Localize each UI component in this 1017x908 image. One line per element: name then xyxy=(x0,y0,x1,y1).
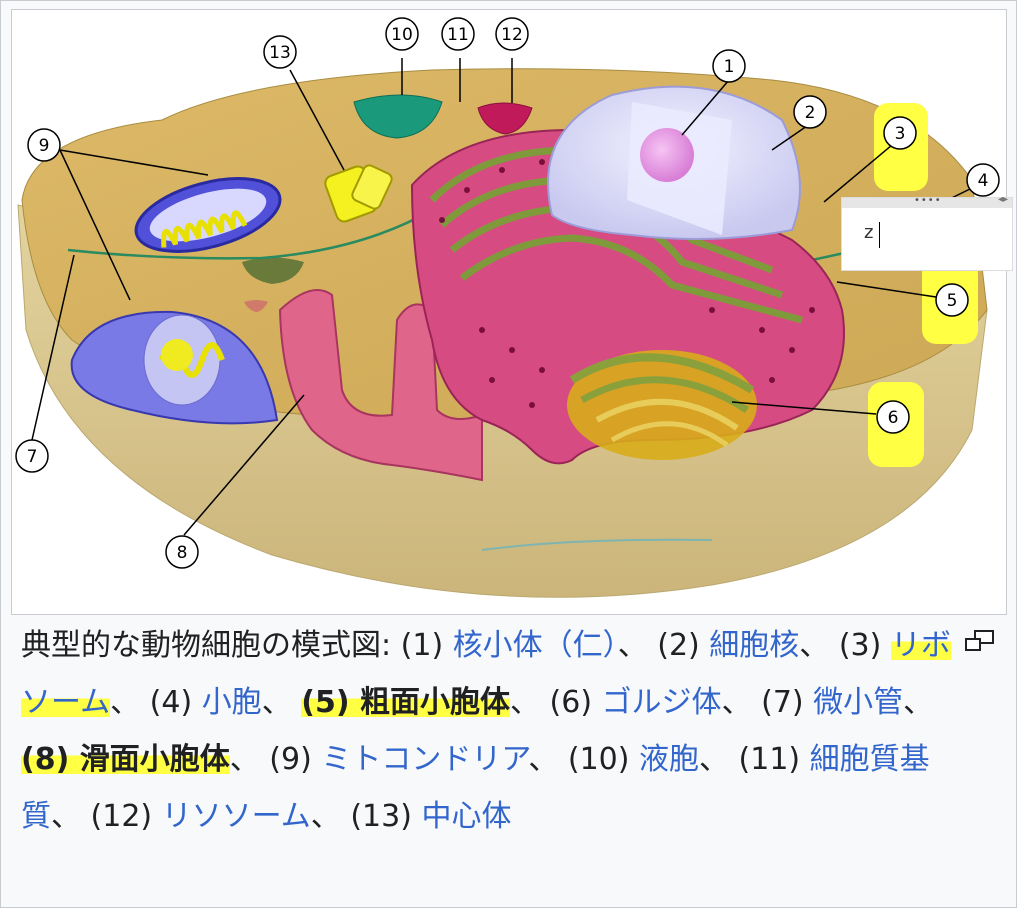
link-mitochondria[interactable]: ミトコンドリア xyxy=(321,742,529,777)
mitochondrion-top xyxy=(134,177,282,253)
mitochondrion-bottom xyxy=(70,310,279,425)
label-9: 9 xyxy=(27,128,61,162)
svg-text:1: 1 xyxy=(724,57,735,77)
label-13: 13 xyxy=(263,35,297,69)
label-7: 7 xyxy=(15,439,49,473)
svg-text:11: 11 xyxy=(447,25,469,45)
link-cytosol[interactable]: 細胞質基質 xyxy=(21,742,930,834)
label-2: 2 xyxy=(793,95,827,129)
resize-arrows-icon[interactable]: ◂▸ xyxy=(997,194,1008,205)
label-1: 1 xyxy=(712,49,746,83)
link-vacuole[interactable]: 液胞 xyxy=(639,742,699,777)
link-vesicle[interactable]: 小胞 xyxy=(201,685,262,720)
svg-text:3: 3 xyxy=(895,124,906,144)
link-golgi[interactable]: ゴルジ体 xyxy=(601,685,722,720)
svg-text:10: 10 xyxy=(391,25,413,45)
svg-text:12: 12 xyxy=(501,25,523,45)
drag-handle-icon[interactable]: •••• xyxy=(914,195,942,206)
label-4: 4 xyxy=(966,163,1000,197)
link-centrosome[interactable]: 中心体 xyxy=(421,799,512,834)
vesicle-green xyxy=(242,257,304,284)
ime-title-bar[interactable]: •••• ◂▸ xyxy=(842,194,1012,208)
link-nucleolus[interactable]: 核小体（仁） xyxy=(452,628,618,663)
svg-text:6: 6 xyxy=(888,408,899,428)
magnify-icon[interactable] xyxy=(963,629,997,655)
svg-text:7: 7 xyxy=(27,447,38,467)
lysosome xyxy=(477,102,533,135)
figure-caption: 典型的な動物細胞の模式図: (1) 核小体（仁）、 (2) 細胞核、 (3) リ… xyxy=(21,628,951,834)
text-caret xyxy=(879,222,880,248)
label-12: 12 xyxy=(495,17,529,51)
caption-rough-er: (5) 粗面小胞体 xyxy=(301,685,510,720)
svg-text:9: 9 xyxy=(39,136,50,156)
cell-diagram[interactable]: 1 2 3 4 5 6 7 8 9 10 11 12 13 xyxy=(11,9,1007,615)
label-6: 6 xyxy=(876,400,910,434)
label-11: 11 xyxy=(441,17,475,51)
svg-text:2: 2 xyxy=(805,103,816,123)
caption-intro: 典型的な動物細胞の模式図: xyxy=(21,628,401,663)
centrosome xyxy=(324,164,393,223)
link-nucleus[interactable]: 細胞核 xyxy=(709,628,800,663)
vacuole xyxy=(353,94,443,139)
svg-text:4: 4 xyxy=(978,171,989,191)
label-3: 3 xyxy=(883,116,917,150)
label-5: 5 xyxy=(935,283,969,317)
label-8: 8 xyxy=(165,535,199,569)
caption-smooth-er: (8) 滑面小胞体 xyxy=(21,742,230,777)
link-lysosome[interactable]: リソソーム xyxy=(161,799,311,834)
ime-input-text[interactable]: z xyxy=(864,222,874,243)
golgi-apparatus xyxy=(567,350,757,460)
link-microtubule[interactable]: 微小管 xyxy=(813,685,904,720)
svg-text:8: 8 xyxy=(177,543,188,563)
diagram-labels: 1 2 3 4 5 6 7 8 9 10 11 12 13 xyxy=(15,17,1000,569)
ime-composition-box[interactable]: •••• ◂▸ z xyxy=(841,194,1013,271)
svg-text:5: 5 xyxy=(947,291,958,311)
svg-text:13: 13 xyxy=(269,43,291,63)
nucleus xyxy=(547,85,801,240)
cell-diagram-svg: 1 2 3 4 5 6 7 8 9 10 11 12 13 xyxy=(15,17,1000,598)
label-10: 10 xyxy=(385,17,419,51)
